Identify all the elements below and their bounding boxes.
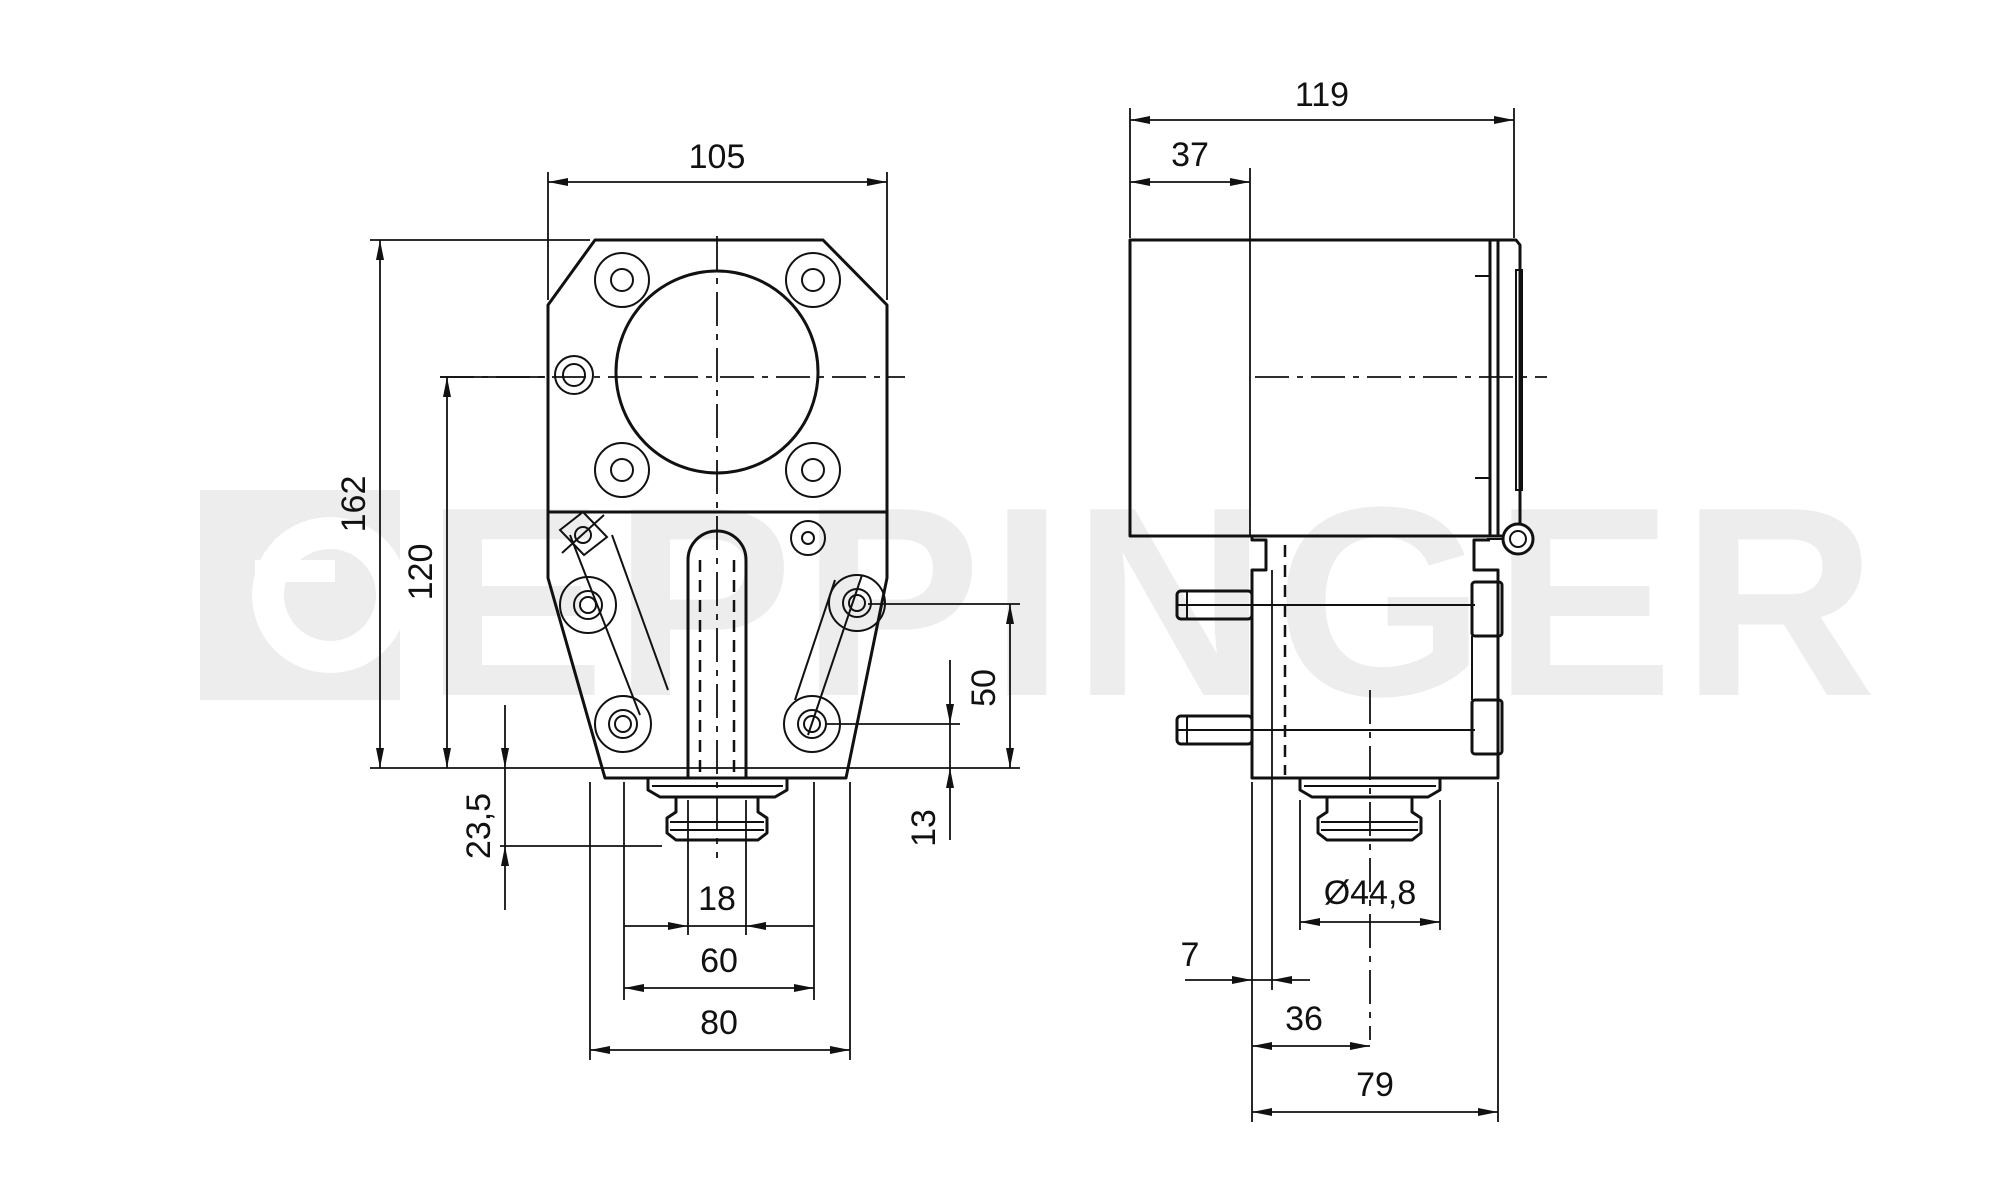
- dim-slot-width: 18: [698, 880, 736, 918]
- dim-offset-13: 13: [905, 809, 943, 847]
- side-dimensions: 119 37 Ø44,8 7 36 79: [1129, 76, 1515, 1122]
- front-mount-screws: [559, 574, 886, 753]
- dim-offset-36: 36: [1285, 1000, 1323, 1038]
- side-body: [1250, 536, 1500, 780]
- eppinger-logo-mark: [200, 490, 408, 700]
- dim-base-width: 80: [700, 1004, 738, 1042]
- dim-offset-37: 37: [1171, 136, 1209, 174]
- side-pins: [1175, 589, 1475, 746]
- dim-diameter: Ø44,8: [1324, 874, 1417, 912]
- side-spigot: [1298, 778, 1442, 842]
- side-flange: [1488, 238, 1522, 538]
- side-housing: [1128, 238, 1500, 538]
- front-view: [440, 236, 905, 858]
- side-view: [1128, 238, 1547, 1040]
- front-lower-body: [546, 512, 889, 780]
- dim-base-depth: 79: [1356, 1066, 1394, 1104]
- eppinger-watermark: EPPINGER: [200, 452, 1884, 753]
- dim-offset-23-5: 23,5: [460, 793, 498, 859]
- dim-offset-7: 7: [1181, 936, 1200, 974]
- watermark-brand-text: EPPINGER: [425, 452, 1884, 753]
- dim-total-height: 162: [335, 476, 373, 533]
- front-rib-left: [569, 534, 669, 716]
- side-clamp-blocks: [1470, 580, 1504, 756]
- dim-spacing-50: 50: [965, 669, 1003, 707]
- front-lube-fitting: [558, 510, 609, 557]
- dim-total-width: 105: [689, 138, 746, 176]
- front-dimensions: 105 162 120 23,5 50 13 18 60 80: [335, 138, 1020, 1060]
- dim-axis-height: 120: [402, 544, 440, 601]
- front-cap-screws: [554, 252, 841, 556]
- dim-pitch-60: 60: [700, 942, 738, 980]
- dim-total-depth: 119: [1295, 76, 1349, 114]
